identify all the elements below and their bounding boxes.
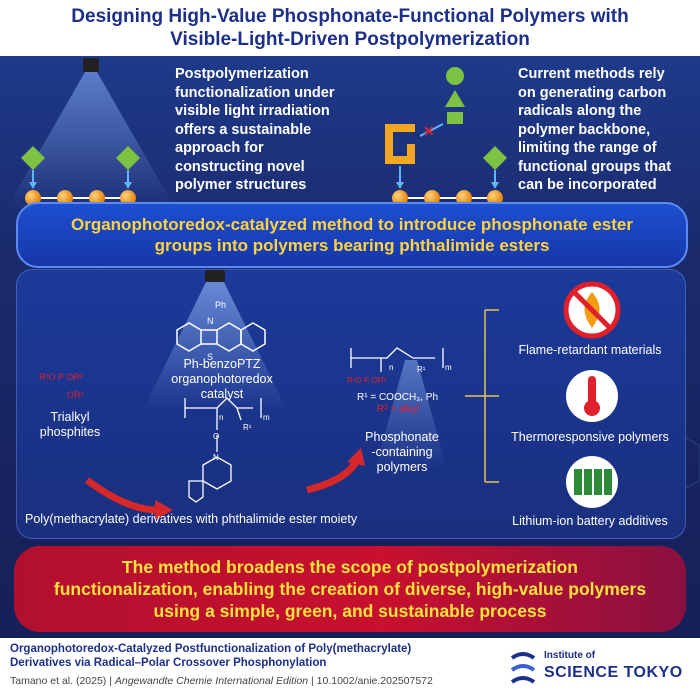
phosphite-formula: R²O P OR² xyxy=(39,372,83,382)
curved-arrow-left xyxy=(84,477,158,514)
precursor-label: Poly(methacrylate) derivatives with phth… xyxy=(25,512,358,526)
institute-logo: Institute of SCIENCE TOKYO xyxy=(508,646,693,692)
logo-small-text: Institute of xyxy=(544,650,596,661)
application-thermo-label: Thermoresponsive polymers xyxy=(511,430,669,444)
product-polymer xyxy=(350,347,444,372)
application-battery-label: Lithium-ion battery additives xyxy=(512,514,668,528)
precursor-r1: R¹ xyxy=(243,423,252,432)
product-m-sub: m xyxy=(445,363,452,372)
application-bracket xyxy=(465,309,499,483)
reference-title: Organophotoredox-Catalyzed Postfunctiona… xyxy=(10,643,412,669)
thermometer-icon xyxy=(566,370,618,422)
precursor-polymer xyxy=(184,397,262,503)
catalyst-label: Ph-benzoPTZ organophotoredox catalyst xyxy=(171,357,273,401)
product-r1: R¹ xyxy=(417,365,426,374)
catalyst-structure xyxy=(176,322,266,352)
precursor-m-sub: m xyxy=(263,413,270,422)
precursor-n-atom: N xyxy=(213,453,219,462)
footer: Organophotoredox-Catalyzed Postfunctiona… xyxy=(0,638,700,700)
science-tokyo-logo-icon xyxy=(510,652,536,684)
lamp-icon xyxy=(83,58,99,72)
conclusion-banner: The method broadens the scope of postpol… xyxy=(14,546,686,632)
product-n-sub: n xyxy=(389,363,394,372)
title-bar: Designing High-Value Phosphonate-Functio… xyxy=(0,0,700,56)
product-r1-line: R¹ = COOCH₃, Ph xyxy=(357,392,439,403)
reference-citation: Tamano et al. (2025) | Angewandte Chemie… xyxy=(10,675,433,687)
title-line-1: Designing High-Value Phosphonate-Functio… xyxy=(71,6,629,27)
precursor-o: O xyxy=(213,432,220,441)
logo-big-text: SCIENCE TOKYO xyxy=(544,664,683,681)
catalyst-ph-label: Ph xyxy=(215,300,227,310)
phosphite-label: Trialkyl phosphites xyxy=(39,410,101,439)
reaction-panel: Ph N S Ph-benzoPTZ organophotoredox cata… xyxy=(16,269,686,539)
title-line-2: Visible-Light-Driven Postpolymerization xyxy=(170,29,530,50)
catalyst-n-label: N xyxy=(207,316,214,326)
top-right-text: Current methods rely on generating carbo… xyxy=(518,66,672,193)
product-r2-line: R² = alkyl xyxy=(377,404,419,415)
method-banner: Organophotoredox-catalyzed method to int… xyxy=(16,202,688,268)
reaction-scheme xyxy=(84,270,621,520)
main-panel: Postpolymerization functionalization und… xyxy=(0,56,700,638)
phosphite-or2-bottom: OR² xyxy=(67,390,84,400)
cross-mark-icon: ✕ xyxy=(423,123,435,139)
top-left-text: Postpolymerization functionalization und… xyxy=(175,66,335,193)
blocked-groups-graphic: ✕ xyxy=(385,67,507,206)
no-fire-icon xyxy=(563,281,621,339)
page-title: Designing High-Value Phosphonate-Functio… xyxy=(71,5,628,51)
product-label: Phosphonate -containing polymers xyxy=(365,430,439,474)
product-phosphonate: R²O P OR² xyxy=(347,376,387,385)
application-flame-label: Flame-retardant materials xyxy=(518,343,662,357)
catalyst-s-label: S xyxy=(207,352,214,362)
precursor-n-sub: n xyxy=(219,413,224,422)
lamp-icon-center xyxy=(205,270,225,282)
battery-icon xyxy=(566,456,618,508)
